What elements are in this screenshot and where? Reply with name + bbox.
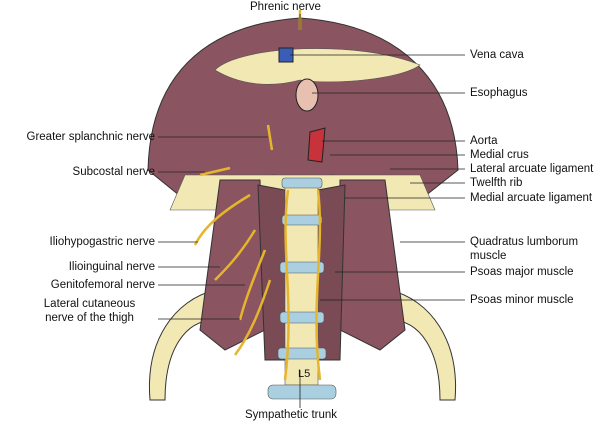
vertebrae (267, 177, 337, 400)
label-lateral-cutaneous-nerve: Lateral cutaneous (43, 298, 136, 310)
aorta (307, 127, 326, 163)
esophagus (295, 78, 319, 112)
label-lateral-arcuate-ligament: Lateral arcuate ligament (470, 163, 594, 175)
label-esophagus: Esophagus (470, 87, 528, 99)
label-subcostal-nerve: Subcostal nerve (72, 166, 155, 178)
leader-lines (158, 14, 465, 408)
label-iliohypogastric-nerve: Iliohypogastric nerve (49, 236, 155, 248)
label-l5: L5 (298, 368, 311, 380)
label-phrenic-nerve: Phrenic nerve (250, 1, 321, 13)
label-aorta: Aorta (470, 135, 498, 147)
label-genitofemoral-nerve: Genitofemoral nerve (50, 279, 155, 291)
label-quadratus-lumborum: Quadratus lumborum (470, 236, 579, 248)
label-ilioinguinal-nerve: Ilioinguinal nerve (68, 261, 155, 273)
label-twelfth-rib: Twelfth rib (470, 177, 523, 189)
nerves (193, 10, 322, 381)
label-psoas-minor: Psoas minor muscle (470, 294, 574, 306)
label-psoas-major: Psoas major muscle (470, 266, 574, 278)
label-medial-crus: Medial crus (470, 149, 529, 161)
label-vena-cava: Vena cava (470, 49, 524, 61)
label-greater-splanchnic-nerve: Greater splanchnic nerve (26, 131, 155, 143)
label-quadratus-lumborum-2: muscle (470, 250, 507, 262)
label-lateral-cutaneous-nerve-2: nerve of the thigh (45, 312, 134, 324)
label-sympathetic-trunk: Sympathetic trunk (245, 409, 338, 421)
label-medial-arcuate-ligament: Medial arcuate ligament (470, 192, 593, 204)
